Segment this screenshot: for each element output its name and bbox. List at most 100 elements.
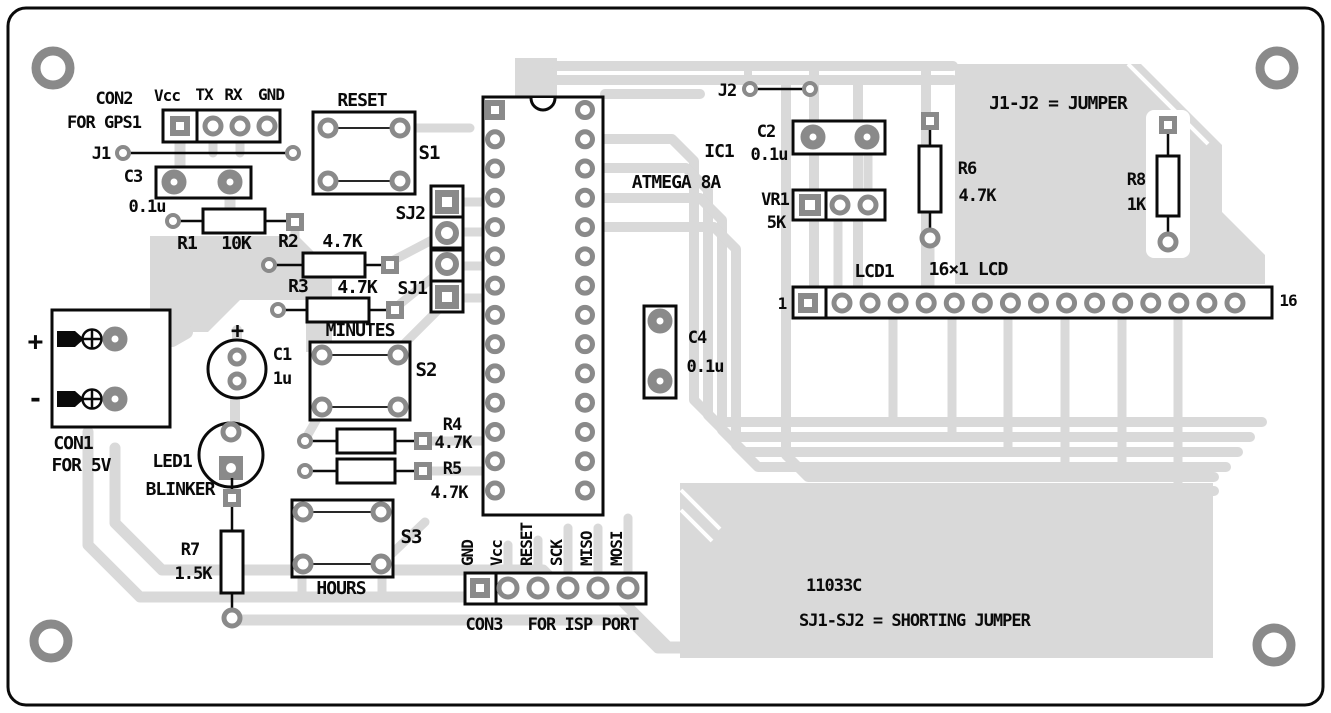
pin-pad: [616, 576, 640, 600]
con1-minus-label: -: [28, 384, 43, 414]
pin-pad: [485, 363, 505, 384]
mount-hole-top-left: [31, 46, 75, 90]
j1-label: J1: [92, 144, 111, 164]
r8-val-label: 1K: [1127, 195, 1147, 215]
r5-val-label: 4.7K: [431, 483, 470, 503]
r1-resistor: [165, 207, 304, 235]
r6-resistor: [917, 112, 943, 249]
c4-val-label: 0.1u: [687, 357, 724, 377]
r2-val-label: 4.7K: [322, 231, 363, 252]
c3-capacitor: [154, 165, 253, 200]
pin-pad: [1027, 292, 1049, 314]
con3-pin4-label: SCK: [547, 539, 566, 566]
pin-pad: [485, 304, 505, 325]
board-code-label: 11033C: [806, 576, 861, 596]
mounting-holes: [29, 46, 1299, 667]
con3-ref-label: CON3: [466, 615, 504, 635]
pin-pad: [575, 421, 595, 442]
con2-desc-label: FOR GPS1: [67, 113, 142, 133]
con3-pin3-label: RESET: [517, 522, 536, 566]
pin-pad: [485, 187, 505, 208]
pin-pad: [575, 246, 595, 267]
pin-pad: [575, 158, 595, 179]
vr1-ref-label: VR1: [761, 190, 789, 210]
con3-desc-label: FOR ISP PORT: [528, 615, 640, 635]
pin-pad: [485, 451, 505, 472]
r7-val-label: 1.5K: [175, 564, 214, 584]
c4-capacitor: [642, 304, 678, 400]
r1-ref-label: R1: [177, 233, 197, 254]
j2-label: J2: [718, 81, 736, 101]
sj2-label: SJ2: [395, 203, 425, 224]
ic1-part-label: ATMEGA 8A: [632, 172, 722, 193]
led1-ref-label: LED1: [152, 451, 192, 472]
c2-val-label: 0.1u: [751, 145, 788, 165]
con2-pin4-label: GND: [258, 85, 284, 104]
s3-function-label: HOURS: [316, 578, 365, 599]
pin-pad: [586, 576, 610, 600]
ic-pins-right: [575, 100, 595, 501]
r2-ref-label: R2: [278, 231, 298, 252]
c3-val-label: 0.1u: [129, 197, 166, 217]
c1-capacitor: [206, 338, 268, 400]
j2-jumper: [742, 81, 818, 97]
con3-pin2-label: Vcc: [487, 540, 506, 566]
j1-jumper: [115, 145, 301, 161]
r3-ref-label: R3: [288, 276, 308, 297]
lcd1-pin1-label: 1: [778, 294, 787, 313]
pin-pad: [485, 421, 505, 442]
r5-resistor: [297, 457, 432, 485]
pin-pad: [575, 187, 595, 208]
con3-pin5-label: MISO: [577, 531, 596, 566]
ic-pins-left: [485, 129, 505, 501]
led1-desc-label: BLINKER: [146, 479, 216, 500]
lcd1-ref-label: LCD1: [854, 261, 894, 282]
mount-hole-bottom-right: [1252, 623, 1296, 667]
r7-ref-label: R7: [181, 540, 199, 560]
pin-pad: [915, 292, 937, 314]
pin-pad: [575, 129, 595, 150]
pin-pad: [485, 275, 505, 296]
con2-gps-header: [161, 108, 282, 144]
vr1-preset: [791, 188, 887, 222]
pin-pad: [556, 576, 580, 600]
c1-ref-label: C1: [273, 345, 292, 365]
c1-val-label: 1u: [273, 369, 291, 389]
con3-pin1-label: GND: [458, 540, 477, 566]
pin-pad: [575, 334, 595, 355]
pin-pad: [971, 292, 993, 314]
con1-plus-label: +: [28, 327, 43, 357]
con3-pin6-label: MOSI: [607, 531, 626, 566]
con3-pins: [496, 576, 640, 600]
pin-pad: [485, 246, 505, 267]
pin-pad: [859, 292, 881, 314]
lcd1-pin16-label: 16: [1279, 291, 1297, 310]
pin-pad: [1056, 292, 1078, 314]
pin-pad: [1112, 292, 1134, 314]
r7-resistor: [219, 478, 245, 629]
s1-ref-label: S1: [419, 142, 440, 164]
c2-ref-label: C2: [757, 122, 775, 142]
pin-pad: [485, 480, 505, 501]
pin-pad: [485, 217, 505, 238]
r2-resistor: [261, 251, 399, 279]
c2-capacitor: [791, 119, 887, 156]
r4-ref-label: R4: [443, 415, 462, 435]
s2-function-label: MINUTES: [326, 320, 395, 341]
r4-resistor: [297, 427, 432, 455]
con1-power-connector: [50, 308, 172, 429]
c1-plus-label: +: [231, 319, 244, 344]
c3-ref-label: C3: [124, 167, 143, 187]
lcd1-desc-label: 16×1 LCD: [929, 259, 1009, 280]
pin-pad: [575, 100, 595, 120]
r5-ref-label: R5: [443, 459, 462, 479]
pin-pad: [1140, 292, 1162, 314]
con2-pin1-label: Vcc: [154, 86, 180, 105]
pin-pad: [1196, 292, 1218, 314]
mount-hole-top-right: [1255, 46, 1299, 90]
pin-pad: [575, 275, 595, 296]
con2-ref-label: CON2: [96, 89, 133, 109]
r8-resistor: [1155, 116, 1181, 253]
shorting-note-label: SJ1-SJ2 = SHORTING JUMPER: [799, 611, 1032, 631]
s3-hours-switch: [290, 498, 395, 579]
